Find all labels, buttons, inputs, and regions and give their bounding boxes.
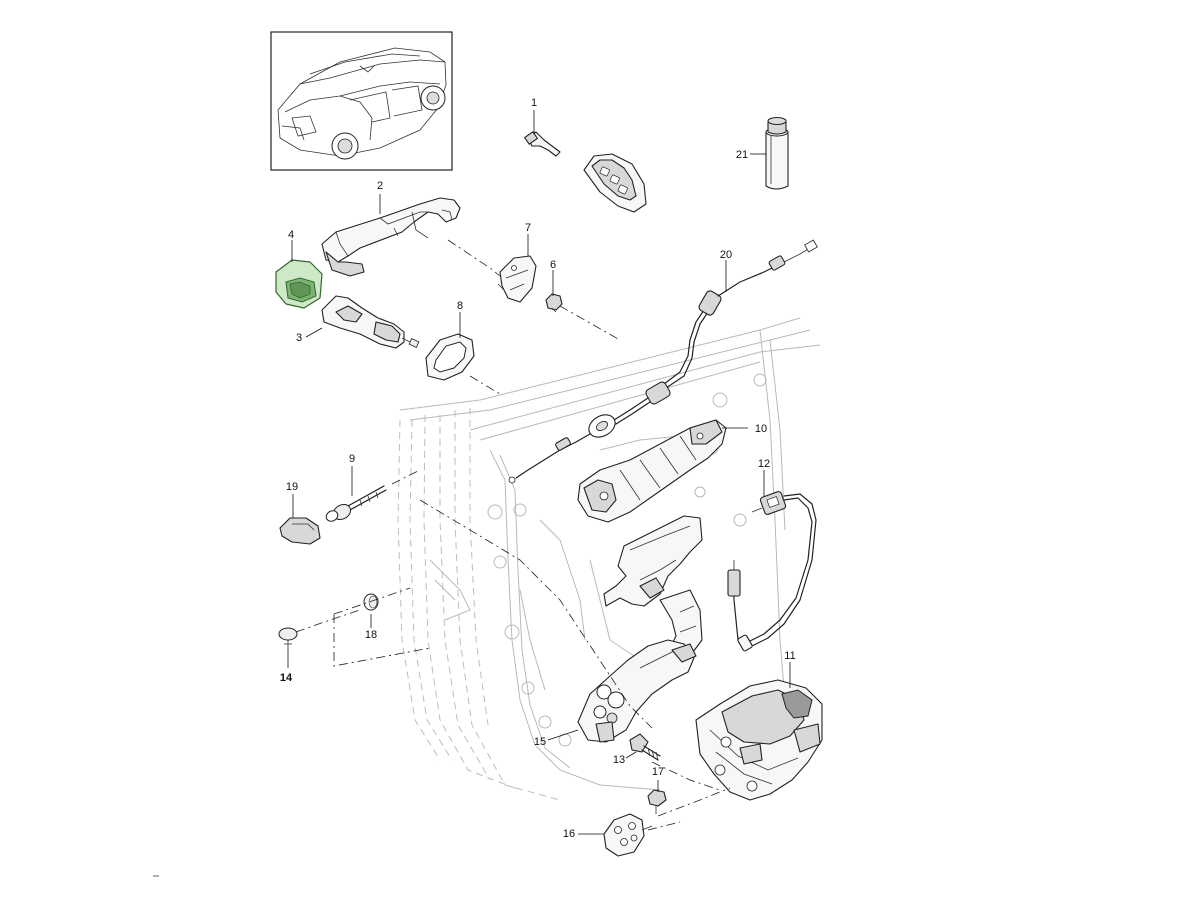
striker-plate-part-16[interactable] bbox=[603, 813, 653, 857]
spray-can-part-21[interactable] bbox=[765, 117, 789, 190]
cover-cap-part-4[interactable] bbox=[275, 259, 323, 309]
cover-cap-part-19[interactable] bbox=[279, 517, 321, 545]
bracket-part-15[interactable] bbox=[577, 639, 697, 743]
bracket-part-7[interactable] bbox=[497, 255, 537, 303]
screw-part-6[interactable] bbox=[545, 293, 563, 313]
cable-part-12[interactable] bbox=[727, 491, 817, 652]
cable-part-20[interactable] bbox=[508, 239, 818, 484]
key-fob-part-1[interactable] bbox=[583, 153, 647, 213]
handle-carrier-part-10[interactable] bbox=[577, 419, 727, 523]
clip-part-14[interactable] bbox=[278, 627, 298, 648]
inner-bracket bbox=[603, 515, 703, 665]
key-blade-part-1[interactable] bbox=[524, 131, 561, 157]
vehicle-inset bbox=[270, 31, 453, 171]
assembly-lines bbox=[295, 239, 731, 831]
door-lock-part-11[interactable] bbox=[695, 679, 823, 801]
screw-part-17[interactable] bbox=[647, 789, 667, 814]
plug-part-18[interactable] bbox=[363, 593, 379, 611]
bolt-part-13[interactable] bbox=[629, 733, 661, 761]
lock-cylinder-part-3[interactable] bbox=[321, 295, 420, 349]
handle-seal-part-8[interactable] bbox=[425, 333, 475, 381]
vehicle-thumbnail bbox=[277, 47, 447, 160]
exterior-handle-part-2[interactable] bbox=[321, 197, 461, 277]
leader-lines bbox=[287, 110, 791, 835]
bolt-part-9[interactable] bbox=[324, 485, 387, 523]
